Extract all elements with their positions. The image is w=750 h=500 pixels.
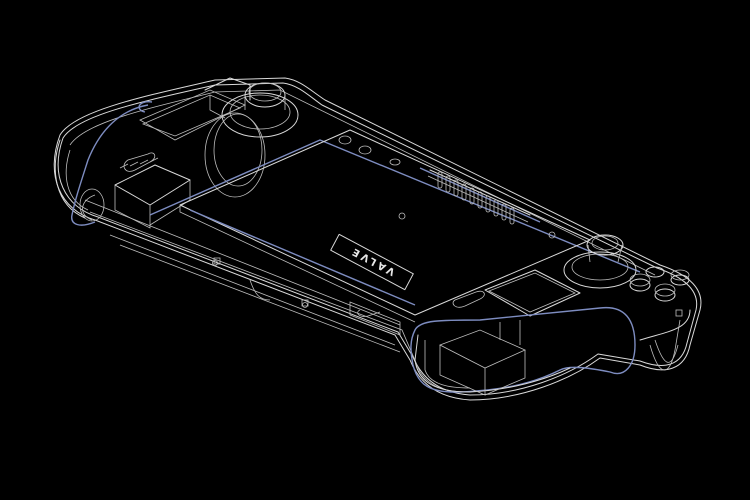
face-buttons — [629, 266, 690, 317]
right-trackpad — [452, 269, 581, 317]
top-buttons — [338, 135, 401, 166]
right-grip — [410, 306, 691, 396]
lower-shell-edge — [109, 234, 401, 353]
vent-grille — [419, 167, 541, 225]
left-thumbstick — [204, 77, 299, 198]
right-thumbstick — [563, 234, 637, 289]
left-grip — [54, 101, 153, 226]
device-body-outline — [53, 77, 702, 401]
accent-seam-top — [149, 139, 641, 273]
